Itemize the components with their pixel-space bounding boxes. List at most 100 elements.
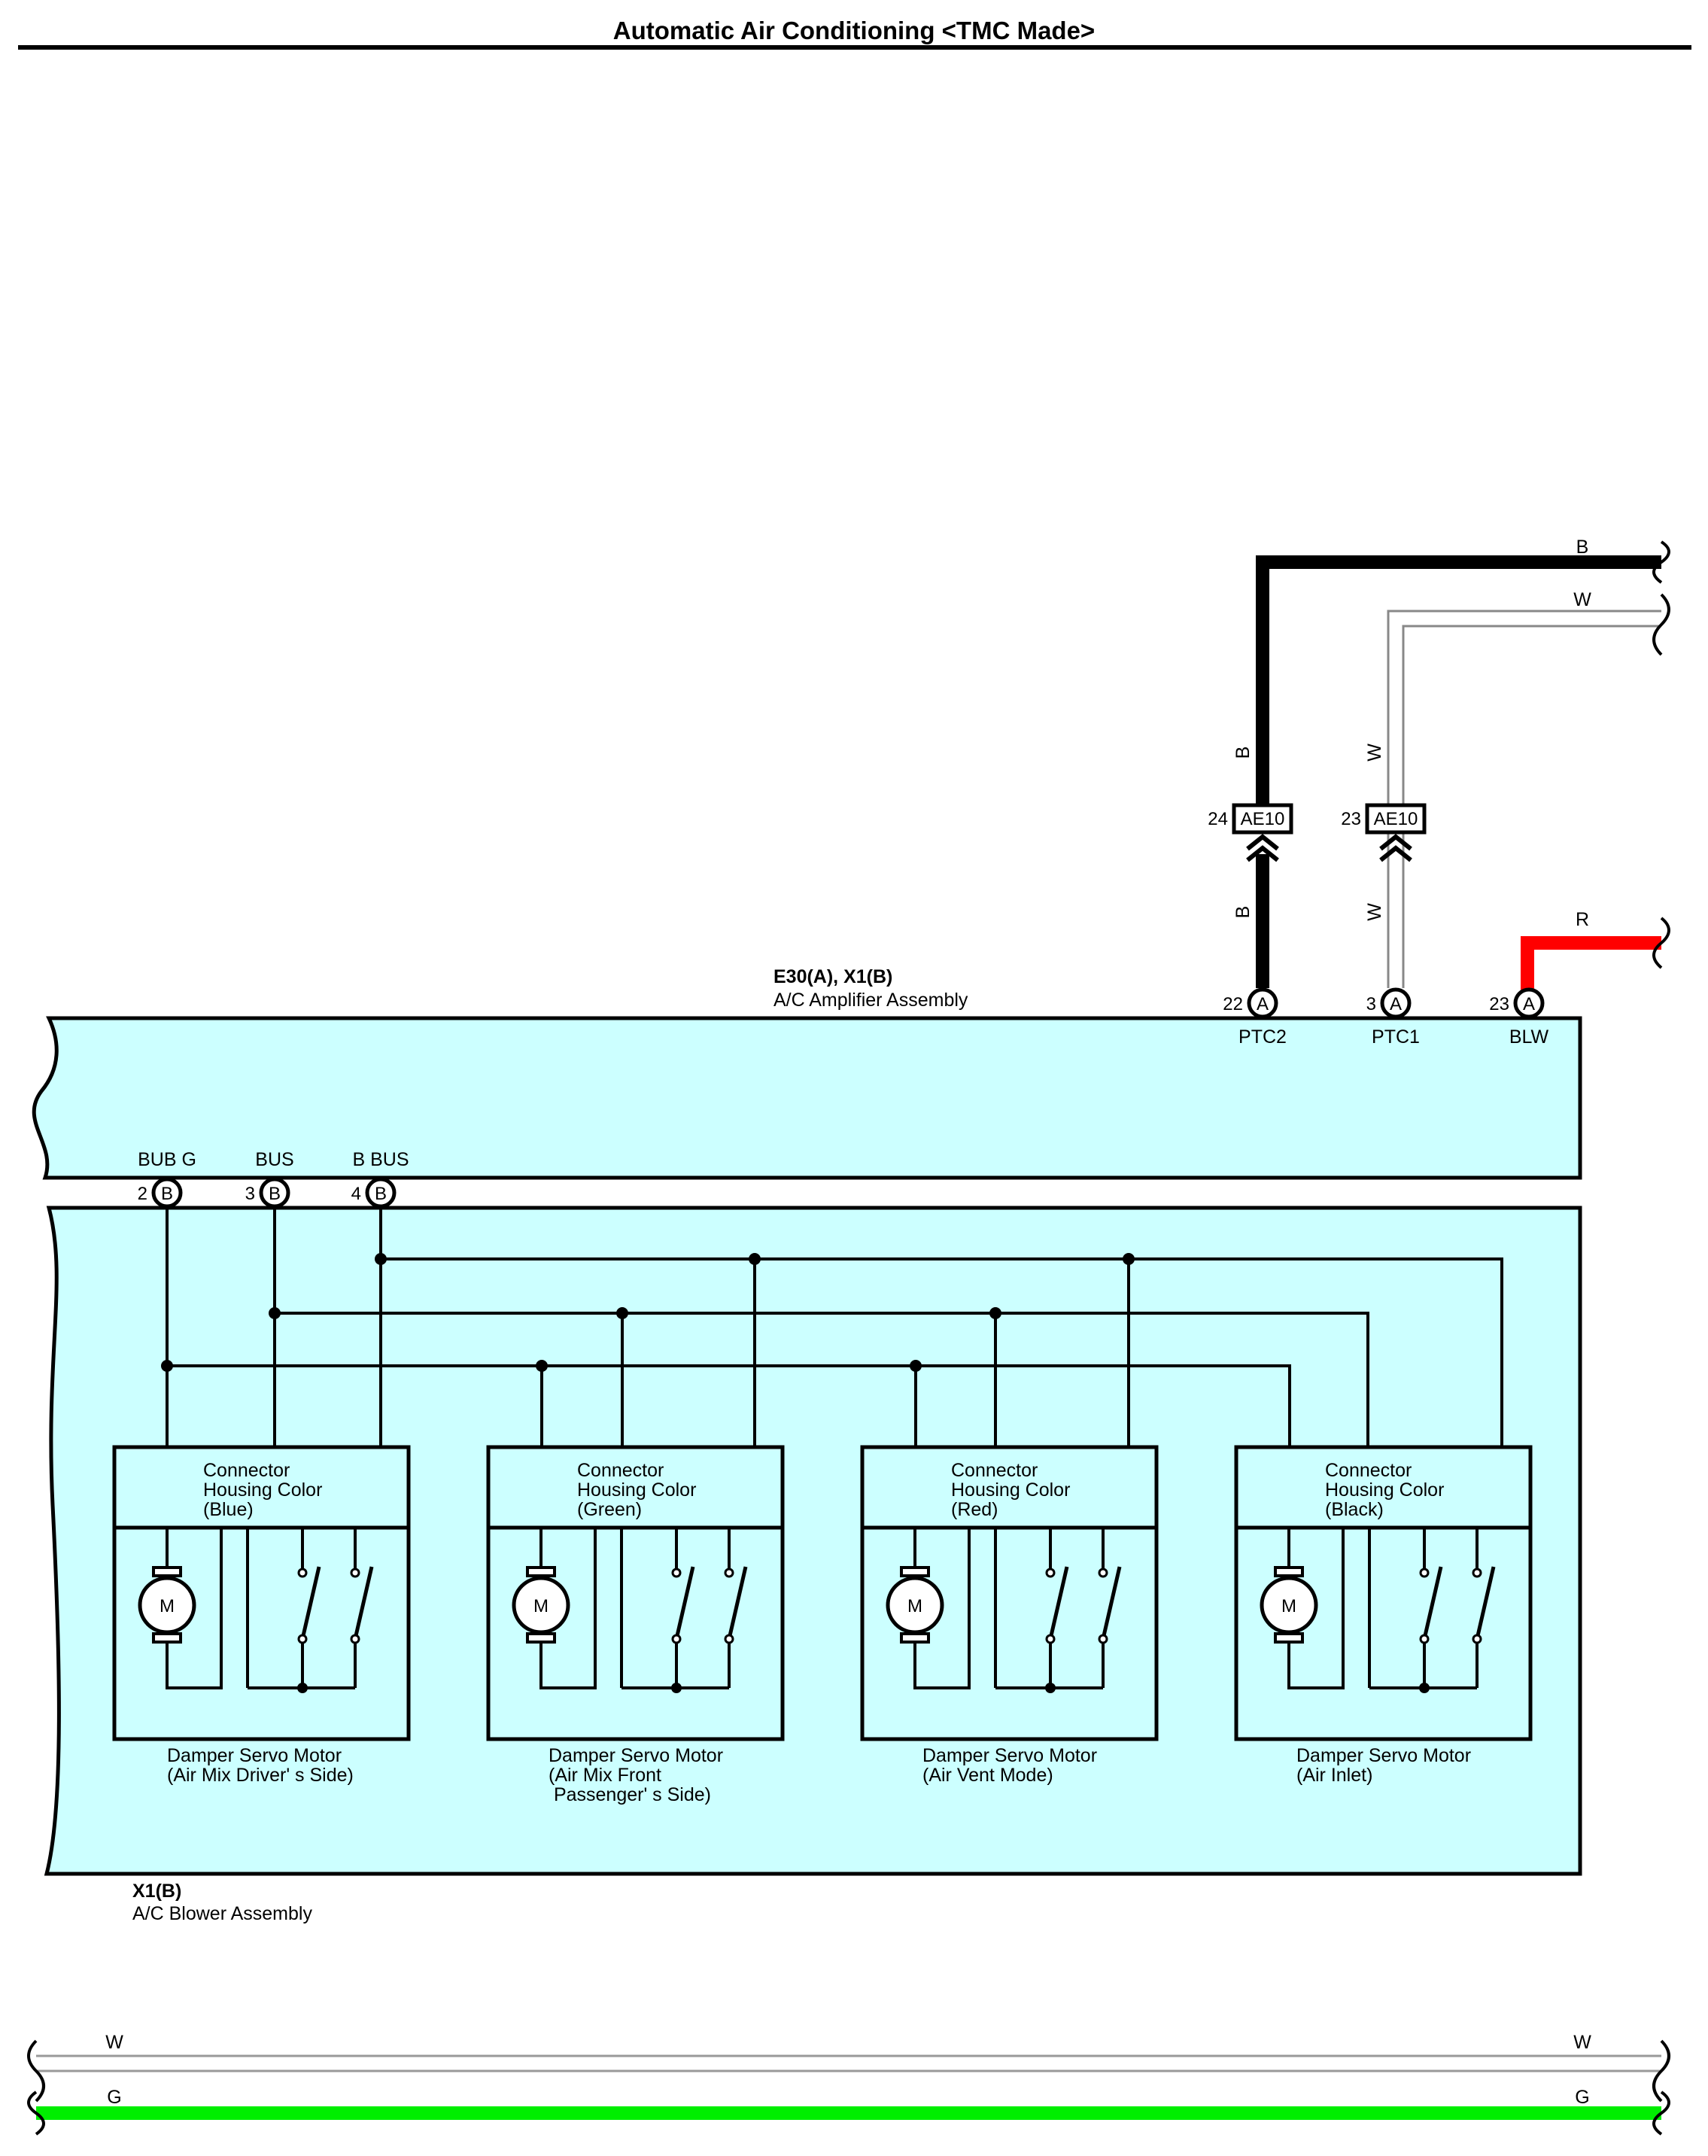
connector-housing-color: (Red)	[951, 1499, 998, 1520]
amplifier-name: A/C Amplifier Assembly	[773, 990, 968, 1011]
junction-code: AE10	[1374, 809, 1418, 829]
junction-pin-number: 23	[1341, 809, 1361, 829]
pin-connector-letter: A	[1390, 994, 1402, 1014]
motor-function: (Air Inlet)	[1296, 1765, 1372, 1786]
damper-servo-motor-air-inlet: Connector Housing Color (Black) M Damper…	[1234, 1445, 1533, 1786]
motor-function: Passenger' s Side)	[549, 1784, 711, 1805]
pin-signal-name: PTC1	[1372, 1026, 1420, 1048]
damper-servo-motor-air-mix-driver: Connector Housing Color (Blue) M Damper …	[112, 1445, 411, 1786]
connector-housing-label: Housing Color	[577, 1479, 696, 1501]
blower-name: A/C Blower Assembly	[132, 1903, 312, 1924]
motor-name: Damper Servo Motor	[549, 1745, 723, 1766]
motor-function: (Air Vent Mode)	[922, 1765, 1053, 1786]
wire-break-icon	[1652, 593, 1670, 656]
wire-b-thick	[1256, 555, 1661, 805]
page-title: Automatic Air Conditioning <TMC Made>	[613, 17, 1095, 44]
connector-housing-label: Connector	[951, 1460, 1038, 1481]
splice-dots	[161, 1253, 1135, 1372]
switch-icon	[671, 1528, 748, 1693]
pin-connector-letter: B	[161, 1184, 173, 1204]
motor-icon	[512, 1576, 570, 1634]
connector-housing-label: Connector	[1325, 1460, 1412, 1481]
motor-icon	[886, 1576, 944, 1634]
motor-name: Damper Servo Motor	[922, 1745, 1097, 1766]
connector-chevron-icon	[1246, 834, 1279, 862]
motor-symbol: M	[907, 1596, 922, 1616]
pin-number: 22	[1223, 994, 1243, 1014]
damper-servo-motor-air-vent-mode: Connector Housing Color (Red) M Damper S…	[860, 1445, 1159, 1786]
junction-code: AE10	[1241, 809, 1285, 829]
connector-housing-color: (Blue)	[203, 1499, 254, 1520]
wire-r	[1521, 936, 1661, 990]
wire-color-label: W	[1573, 589, 1591, 610]
pin-signal-name: BUS	[255, 1149, 293, 1170]
wire-w-outer	[1387, 610, 1661, 988]
motor-name: Damper Servo Motor	[1296, 1745, 1471, 1766]
pin-number: 2	[138, 1184, 147, 1204]
pin-connector-letter: B	[375, 1184, 387, 1204]
pin-number: 3	[245, 1184, 255, 1204]
wire-color-label: W	[105, 2032, 123, 2053]
blower-assembly-box	[44, 1206, 1582, 1876]
motor-symbol: M	[1281, 1596, 1296, 1616]
wire-w-inner	[1402, 625, 1661, 988]
damper-servo-motor-air-mix-passenger: Connector Housing Color (Green) M Damper…	[486, 1445, 785, 1805]
amplifier-top-pin: A 23 BLW	[1489, 987, 1549, 1048]
wire-color-label: G	[1575, 2087, 1589, 2108]
wire-break-icon	[27, 2039, 45, 2103]
wire-break-icon	[1652, 2039, 1670, 2103]
connector-housing-color: (Green)	[577, 1499, 642, 1520]
pin-signal-name: PTC2	[1238, 1026, 1287, 1048]
motor-function: (Air Mix Driver' s Side)	[167, 1765, 354, 1786]
connector-chevron-icon	[1379, 834, 1412, 862]
pin-signal-name: BUB G	[138, 1149, 196, 1170]
wire-color-label: G	[107, 2087, 121, 2108]
pin-connector-letter: A	[1523, 994, 1535, 1014]
wire-break-icon	[1652, 2091, 1670, 2136]
amplifier-assembly-box	[32, 1016, 1582, 1180]
blower-code: X1(B)	[132, 1881, 181, 1902]
amplifier-code: E30(A), X1(B)	[773, 966, 892, 987]
amplifier-top-pin: A 3 PTC1	[1366, 987, 1420, 1048]
switch-icon	[1045, 1528, 1122, 1693]
motor-name: Damper Servo Motor	[167, 1745, 342, 1766]
connector-housing-label: Housing Color	[1325, 1479, 1444, 1501]
motor-icon	[138, 1576, 196, 1634]
pin-connector-letter: A	[1257, 994, 1269, 1014]
wire-color-label: B	[1232, 747, 1254, 759]
motor-symbol: M	[533, 1596, 549, 1616]
wire-break-icon	[1652, 540, 1670, 584]
connector-housing-label: Connector	[577, 1460, 664, 1481]
pin-number: 3	[1366, 994, 1376, 1014]
amplifier-top-pin: A 22 PTC2	[1223, 987, 1287, 1048]
motor-function: (Air Mix Front	[549, 1765, 661, 1786]
wire-break-icon	[1652, 917, 1670, 969]
wire-break-icon	[27, 2091, 45, 2136]
wire-color-label: W	[1573, 2032, 1591, 2053]
connector-housing-color: (Black)	[1325, 1499, 1384, 1520]
switch-icon	[297, 1528, 374, 1693]
pin-signal-name: BLW	[1509, 1026, 1549, 1048]
pin-signal-name: B BUS	[352, 1149, 409, 1170]
wire-color-label: W	[1364, 903, 1385, 921]
wire-color-label: B	[1576, 537, 1589, 558]
motor-icon	[1260, 1576, 1318, 1634]
amplifier-bottom-pin: B 2 BUB G	[138, 1149, 196, 1209]
pin-number: 23	[1489, 994, 1509, 1014]
wire-color-label: B	[1232, 906, 1254, 919]
amplifier-bottom-pin: B 3 BUS	[245, 1149, 294, 1209]
connector-housing-label: Connector	[203, 1460, 290, 1481]
wire-color-label: R	[1576, 909, 1589, 930]
junction-connector-ae10: AE10 23	[1341, 803, 1427, 862]
pin-connector-letter: B	[269, 1184, 281, 1204]
bus-wire-bus	[275, 1312, 1369, 1447]
amplifier-bottom-pin: B 4 B BUS	[351, 1149, 409, 1209]
wire-color-label: W	[1364, 744, 1385, 762]
connector-housing-label: Housing Color	[203, 1479, 322, 1501]
switch-icon	[1419, 1528, 1496, 1693]
connector-housing-label: Housing Color	[951, 1479, 1070, 1501]
motor-symbol: M	[160, 1596, 175, 1616]
junction-pin-number: 24	[1208, 809, 1228, 829]
pin-number: 4	[351, 1184, 361, 1204]
